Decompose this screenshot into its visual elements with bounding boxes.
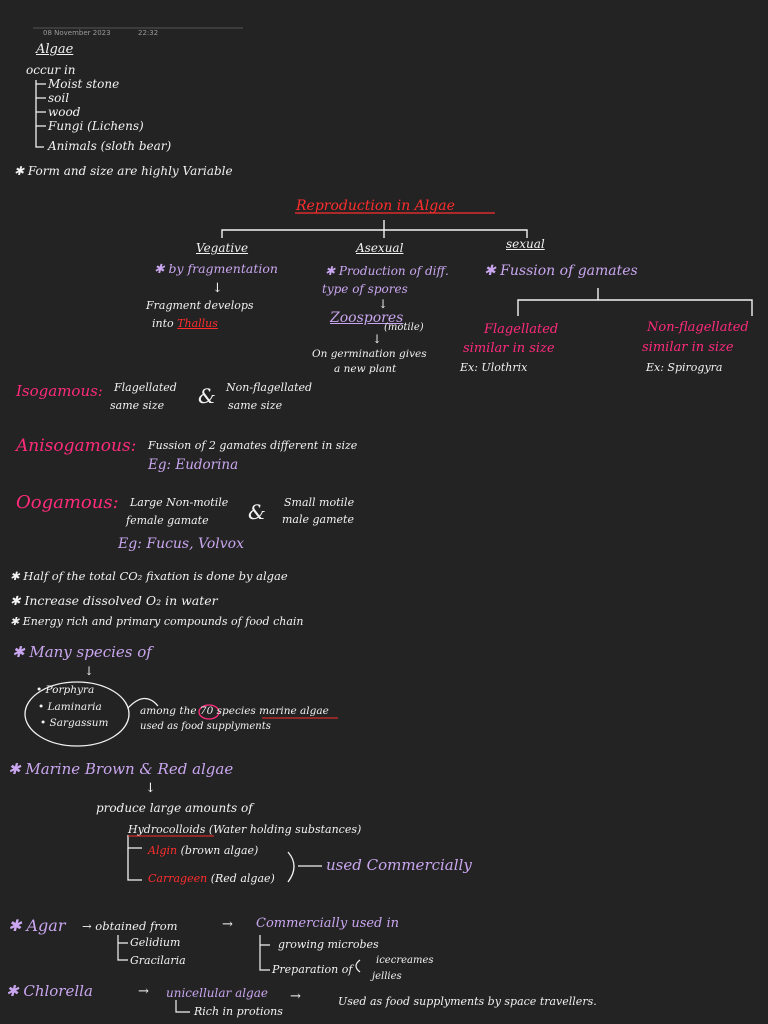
species-title: ✱ Many species of <box>12 643 152 661</box>
unicellular-text: unicellular algae <box>166 986 268 1000</box>
algae-title: Algae <box>36 42 74 57</box>
commercially-used: Commercially used in <box>256 916 400 931</box>
algin-term: Algin <box>148 844 178 857</box>
fact-item: ✱ Increase dissolved O₂ in water <box>10 593 218 608</box>
produce-text: produce large amounts of <box>96 801 253 815</box>
carrageen-term: Carrageen <box>148 872 208 885</box>
oogamous-text: Large Non-motile <box>130 496 229 509</box>
species-item: • Laminaria <box>38 701 102 713</box>
agar-product: jellies <box>372 971 402 982</box>
agar-source: Gelidium <box>130 936 181 949</box>
fragment-text: into Thallus <box>152 317 218 330</box>
isogamous-text: Non-flagellated <box>226 381 313 394</box>
isogamous-text: same size <box>228 399 283 412</box>
spores-text: ✱ Production of diff. <box>325 264 449 278</box>
gamates-text: ✱ Fussion of gamates <box>484 263 638 279</box>
oogamous-text: male gamete <box>282 513 354 526</box>
carrageen-text: Carrageen (Red algae) <box>148 872 275 885</box>
zoospores-term: Zoospores <box>330 310 404 326</box>
nonflagellated-example: Ex: Spirogyra <box>646 361 723 374</box>
species-count: 70 <box>199 705 214 717</box>
species-use: used as food supplyments <box>140 721 271 732</box>
anisogamous-example: Eg: Eudorina <box>148 457 239 473</box>
arrow-icon: → <box>138 984 149 999</box>
spores-text: type of spores <box>322 282 408 296</box>
arrow-icon: → <box>290 989 301 1004</box>
isogamous-text: same size <box>110 399 165 412</box>
occurs-item: wood <box>48 105 81 119</box>
anisogamous-definition: Fussion of 2 gamates different in size <box>148 439 358 452</box>
algin-text: Algin (brown algae) <box>148 844 259 857</box>
down-arrow-icon: ↓ <box>84 664 95 678</box>
occurs-in-label: occur in <box>26 63 76 77</box>
sexual-label: sexual <box>506 237 545 251</box>
note-date: 08 November 2023 <box>43 29 111 37</box>
oogamous-text: female gamate <box>126 514 209 527</box>
species-item: • Porphyra <box>36 684 95 696</box>
note-time: 22:32 <box>138 29 159 37</box>
oogamous-text: Small motile <box>284 496 355 509</box>
occurs-item: Moist stone <box>48 77 120 91</box>
arrow-icon: → <box>222 917 233 932</box>
agar-source: Gracilaria <box>130 954 186 967</box>
down-arrow-icon: ↓ <box>378 297 389 311</box>
occurs-item: Animals (sloth bear) <box>48 139 172 153</box>
oogamous-term: Oogamous: <box>16 492 119 513</box>
oogamous-example: Eg: Fucus, Volvox <box>118 536 244 552</box>
agar-use: Preparation of <box>272 963 353 976</box>
protein-text: Rich in protions <box>194 1005 283 1018</box>
isogamous-term: Isogamous: <box>16 382 103 400</box>
nonflagellated-sub: similar in size <box>642 340 734 355</box>
anisogamous-term: Anisogamous: <box>16 436 137 456</box>
germination-text: On germination gives <box>312 348 427 360</box>
vegetative-label: Vegative <box>196 241 249 255</box>
hydrocolloids-text: Hydrocolloids (Water holding substances) <box>128 823 362 836</box>
form-note: ✱ Form and size are highly Variable <box>14 164 233 178</box>
germination-text: a new plant <box>334 363 397 375</box>
chlorella-use: Used as food supplyments by space travel… <box>338 995 597 1008</box>
down-arrow-icon: ↓ <box>145 781 156 796</box>
nonflagellated-title: Non-flagellated <box>647 320 749 335</box>
chlorella-title: ✱ Chlorella <box>6 982 93 1000</box>
ampersand: & <box>198 384 216 408</box>
thallus-term: Thallus <box>177 317 218 330</box>
agar-title: ✱ Agar <box>8 916 66 935</box>
isogamous-text: Flagellated <box>114 381 177 394</box>
fragment-text: Fragment develops <box>146 299 254 312</box>
ampersand: & <box>248 500 266 524</box>
asexual-label: Asexual <box>356 241 404 255</box>
down-arrow-icon: ↓ <box>372 332 383 346</box>
flagellated-sub: similar in size <box>463 341 555 356</box>
occurs-item: Fungi (Lichens) <box>48 119 144 133</box>
agar-source-arrow: → obtained from <box>82 919 178 933</box>
fact-item: ✱ Energy rich and primary compounds of f… <box>10 615 304 628</box>
used-commercially: used Commercially <box>326 856 472 874</box>
flagellated-title: Flagellated <box>484 322 559 337</box>
brown-red-title: ✱ Marine Brown & Red algae <box>8 760 234 778</box>
motile-note: (motile) <box>384 322 424 333</box>
fragmentation-text: ✱ by fragmentation <box>154 261 278 276</box>
flagellated-example: Ex: Ulothrix <box>460 361 528 374</box>
occurs-item: soil <box>48 91 70 105</box>
marine-algae-term: marine algae <box>259 705 329 717</box>
fact-item: ✱ Half of the total CO₂ fixation is done… <box>10 569 288 583</box>
agar-use: growing microbes <box>278 938 379 951</box>
agar-product: icecreames <box>376 955 434 966</box>
down-arrow-icon: ↓ <box>212 281 223 296</box>
species-item: • Sargassum <box>40 717 109 729</box>
species-note: among the 70 species marine algae <box>140 705 329 717</box>
reproduction-title: Reproduction in Algae <box>296 198 455 214</box>
